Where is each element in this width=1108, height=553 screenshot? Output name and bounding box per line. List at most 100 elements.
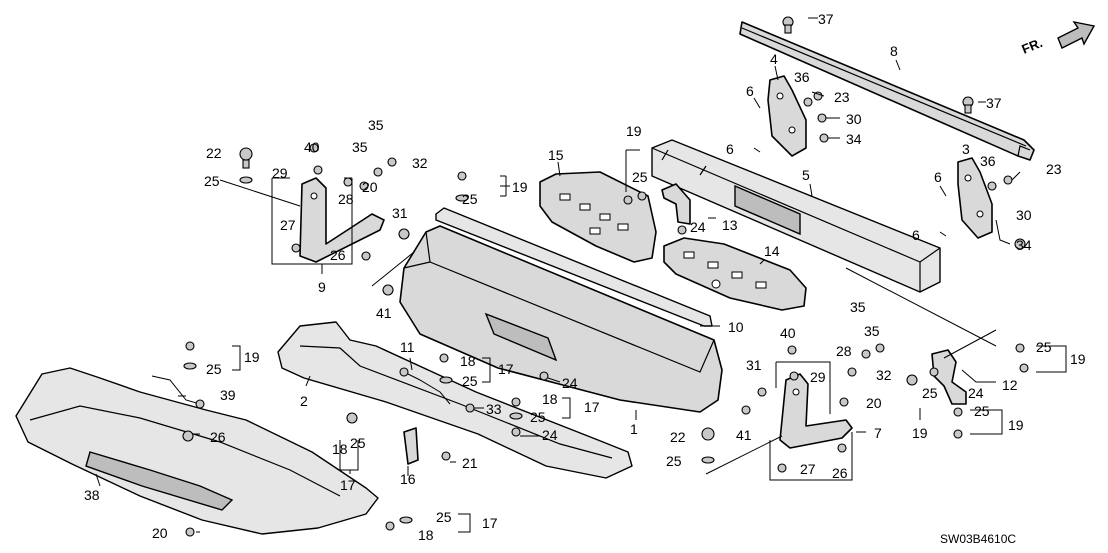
callout-25: 25 xyxy=(462,191,478,207)
callout-20: 20 xyxy=(866,395,882,411)
callout-17: 17 xyxy=(584,399,600,415)
callout-25: 25 xyxy=(632,169,648,185)
callout-41: 41 xyxy=(376,305,392,321)
callout-18: 18 xyxy=(542,391,558,407)
callout-33: 33 xyxy=(486,401,502,417)
fasteners xyxy=(182,16,1029,537)
part-7-bracket xyxy=(779,373,853,449)
callout-22: 22 xyxy=(206,145,222,161)
callout-22: 22 xyxy=(670,429,686,445)
callout-26: 26 xyxy=(330,247,346,263)
callout-15: 15 xyxy=(548,147,564,163)
callout-4: 4 xyxy=(770,51,778,67)
callout-32: 32 xyxy=(412,155,428,171)
callout-9: 9 xyxy=(318,279,326,295)
callout-7: 7 xyxy=(874,425,882,441)
callout-19: 19 xyxy=(244,349,260,365)
callout-36: 36 xyxy=(794,69,810,85)
callout-35: 35 xyxy=(368,117,384,133)
callout-20: 20 xyxy=(362,179,378,195)
part-39-harness xyxy=(151,375,205,409)
part-13-bracket xyxy=(661,183,691,225)
callout-25: 25 xyxy=(666,453,682,469)
front-direction-arrow xyxy=(1057,20,1096,49)
part-8-upper-rail xyxy=(739,21,1035,161)
callout-25: 25 xyxy=(436,509,452,525)
callout-16: 16 xyxy=(400,471,416,487)
callout-25: 25 xyxy=(204,173,220,189)
callout-23: 23 xyxy=(834,89,850,105)
callout-40: 40 xyxy=(304,139,320,155)
part-9-bracket xyxy=(299,177,385,263)
callout-27: 27 xyxy=(800,461,816,477)
part-15-absorber xyxy=(539,171,657,263)
callout-5: 5 xyxy=(802,167,810,183)
callout-34: 34 xyxy=(1016,237,1032,253)
part-4-side-stay xyxy=(767,75,807,157)
callout-6: 6 xyxy=(746,83,754,99)
callout-39: 39 xyxy=(220,387,236,403)
callout-3: 3 xyxy=(962,141,970,157)
callout-29: 29 xyxy=(272,165,288,181)
callout-19: 19 xyxy=(512,179,528,195)
callout-24: 24 xyxy=(968,385,984,401)
callout-28: 28 xyxy=(836,343,852,359)
callout-31: 31 xyxy=(392,205,408,221)
leader-lines xyxy=(95,17,1067,533)
part-11-harness xyxy=(399,367,451,405)
callout-14: 14 xyxy=(764,243,780,259)
callout-40: 40 xyxy=(780,325,796,341)
callout-6: 6 xyxy=(934,169,942,185)
part-1-bumper-face xyxy=(399,225,723,413)
callout-29: 29 xyxy=(810,369,826,385)
callout-17: 17 xyxy=(498,361,514,377)
part-38-lower-valance xyxy=(15,367,379,535)
callout-41: 41 xyxy=(736,427,752,443)
callout-25: 25 xyxy=(462,373,478,389)
part-14-absorber xyxy=(663,237,807,311)
callout-35: 35 xyxy=(352,139,368,155)
callout-37: 37 xyxy=(986,95,1002,111)
callout-17: 17 xyxy=(482,515,498,531)
part-12-bracket xyxy=(931,349,967,405)
callout-25: 25 xyxy=(974,403,990,419)
callout-24: 24 xyxy=(562,375,578,391)
callout-25: 25 xyxy=(1036,339,1052,355)
part-3-side-stay xyxy=(957,157,993,239)
callout-38: 38 xyxy=(84,487,100,503)
callout-13: 13 xyxy=(722,217,738,233)
callout-20: 20 xyxy=(152,525,168,541)
callout-18: 18 xyxy=(332,441,348,457)
callout-32: 32 xyxy=(876,367,892,383)
callout-25: 25 xyxy=(922,385,938,401)
callout-labels: FR. 37 8 37 4 36 23 6 30 34 6 3 36 23 5 … xyxy=(84,11,1086,546)
callout-19: 19 xyxy=(912,425,928,441)
callout-10: 10 xyxy=(728,319,744,335)
callout-36: 36 xyxy=(980,153,996,169)
callout-35: 35 xyxy=(864,323,880,339)
direction-label: FR. xyxy=(1020,35,1045,57)
part-2-under-cover xyxy=(277,321,633,479)
diagram-code: SW03B4610C xyxy=(940,532,1016,546)
callout-23: 23 xyxy=(1046,161,1062,177)
callout-27: 27 xyxy=(280,217,296,233)
callout-6: 6 xyxy=(726,141,734,157)
callout-19: 19 xyxy=(1008,417,1024,433)
callout-30: 30 xyxy=(1016,207,1032,223)
callout-17: 17 xyxy=(340,477,356,493)
callout-28: 28 xyxy=(338,191,354,207)
callout-8: 8 xyxy=(890,43,898,59)
callout-21: 21 xyxy=(462,455,478,471)
callout-18: 18 xyxy=(460,353,476,369)
callout-6: 6 xyxy=(912,227,920,243)
callout-18: 18 xyxy=(418,527,434,543)
callout-25: 25 xyxy=(530,409,546,425)
callout-25: 25 xyxy=(206,361,222,377)
callout-37: 37 xyxy=(818,11,834,27)
callout-2: 2 xyxy=(300,393,308,409)
callout-1: 1 xyxy=(630,421,638,437)
callout-35: 35 xyxy=(850,299,866,315)
part-5-bumper-beam xyxy=(651,139,941,293)
